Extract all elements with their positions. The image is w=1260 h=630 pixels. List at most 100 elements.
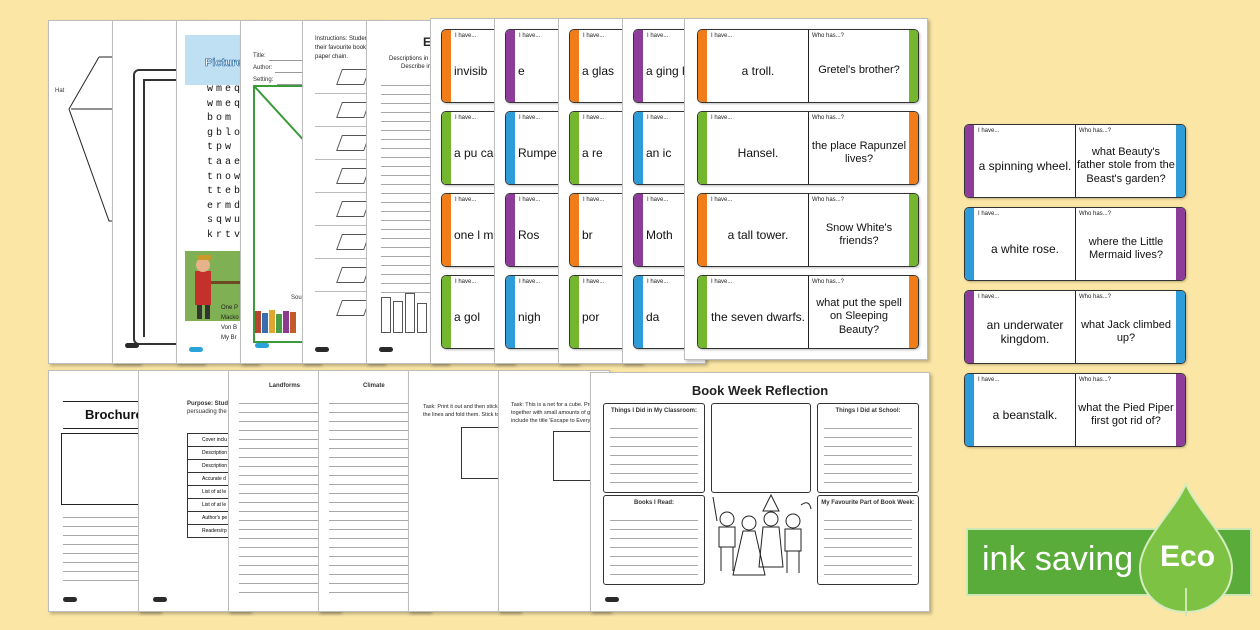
twinkl-logo [379, 347, 393, 352]
i-have-card: I have...Who has...?a troll.Gretel's bro… [697, 29, 919, 103]
grid-row: sqwu [207, 215, 244, 227]
i-have-label: I have... [647, 197, 669, 203]
i-have-answer: a gol [454, 309, 481, 324]
grid-row: gblo [207, 127, 244, 139]
card-color-bar [698, 112, 707, 184]
who-has-label: Who has...? [812, 197, 845, 203]
i-have-label: I have... [978, 128, 1000, 134]
card-color-bar [634, 112, 643, 184]
i-have-label: I have... [711, 279, 733, 285]
purpose-text: Purpose: Students [187, 401, 241, 407]
i-have-label: I have... [455, 33, 477, 39]
i-have-label: I have... [455, 115, 477, 121]
footer-line: Von B [221, 325, 238, 331]
writing-lines [824, 512, 912, 578]
favourite-part-box: My Favourite Part of Book Week: [817, 495, 919, 585]
card-color-bar [442, 276, 451, 348]
i-have-label: I have... [711, 197, 733, 203]
i-have-answer: Moth [646, 227, 673, 242]
grid-row: tpw [207, 142, 235, 154]
card-color-bar [506, 194, 515, 266]
card-color-bar [506, 112, 515, 184]
classroom-box: Things I Did in My Classroom: [603, 403, 705, 493]
favourite-part-label: My Favourite Part of Book Week: [821, 500, 915, 506]
green-picture-frame [253, 85, 319, 343]
i-have-label: I have... [519, 33, 541, 39]
writing-lines [824, 420, 912, 486]
twinkl-logo [63, 597, 77, 602]
picture-box [711, 403, 811, 493]
i-have-label: I have... [455, 197, 477, 203]
school-label: Things I Did at School: [835, 408, 901, 414]
setting-field-label: Setting: [253, 77, 274, 83]
reflection-worksheet: Book Week Reflection Things I Did in My … [590, 372, 930, 612]
i-have-label: I have... [519, 279, 541, 285]
eco-badge-text: Eco [1160, 540, 1216, 573]
who-has-label: Who has...? [812, 279, 845, 285]
school-box: Things I Did at School: [817, 403, 919, 493]
who-has-question: what the Pied Piper first got rid of? [1078, 401, 1174, 427]
books-sketch [381, 293, 427, 333]
books-read-box: Books I Read: [603, 495, 705, 585]
task-line: Task: Print it out and then stick it [423, 404, 502, 410]
i-have-answer: Rumpe [518, 145, 557, 160]
card-divider [1075, 125, 1076, 197]
who-has-question: Gretel's brother? [818, 64, 900, 77]
checklist-row: List of at le [188, 486, 249, 499]
i-have-answer: invisib [454, 63, 488, 78]
card-sheet-main: I have...Who has...?a troll.Gretel's bro… [684, 18, 928, 360]
card-color-bar [698, 194, 707, 266]
i-have-label: I have... [978, 377, 1000, 383]
i-have-label: I have... [583, 33, 605, 39]
title-field-label: Title: [253, 53, 266, 59]
who-has-label: Who has...? [812, 115, 845, 121]
twinkl-logo [315, 347, 329, 352]
card-divider [808, 276, 809, 348]
i-have-label: I have... [519, 115, 541, 121]
grid-row: ermd [207, 200, 244, 212]
card-color-bar [634, 30, 643, 102]
footer-line: Macko [221, 315, 239, 321]
card-divider [808, 112, 809, 184]
card-color-bar [909, 30, 918, 102]
i-have-card: I have... Who has...? a tall tower. Snow Wh… [697, 193, 919, 267]
books-illustration [255, 309, 303, 333]
i-have-card: I have...Who has...?a white rose.where t… [964, 207, 1186, 281]
who-has-label: Who has...? [1079, 211, 1112, 217]
i-have-label: I have... [978, 211, 1000, 217]
card-color-bar [634, 276, 643, 348]
card-color-bar [1176, 125, 1185, 197]
i-have-label: I have... [647, 279, 669, 285]
who-has-question: what put the spell on Sleeping Beauty? [816, 297, 902, 336]
checklist-row: Readers/rp [202, 528, 227, 534]
ink-saving-text: ink saving [982, 540, 1134, 578]
grid-row: taaet [207, 156, 253, 168]
grid-row: tnow [207, 171, 244, 183]
i-have-answer: e [518, 63, 525, 78]
card-divider [808, 194, 809, 266]
i-have-answer: Hansel. [737, 145, 779, 160]
i-have-answer: one l mat [454, 227, 504, 242]
i-have-answer: a pu cam [454, 145, 504, 160]
card-color-bar [570, 30, 579, 102]
characters-illustration [712, 493, 812, 576]
i-have-card: I have...Who has...?an underwater kingdo… [964, 290, 1186, 364]
who-has-question: Snow White's friends? [825, 221, 893, 247]
twinkl-logo [125, 343, 139, 348]
wordsearch-grid: wmeq wmeq bom gblo tpw taaet tnow tteb e… [207, 83, 252, 244]
card-divider [1075, 374, 1076, 446]
card-color-bar [634, 194, 643, 266]
landforms-title: Landforms [269, 383, 301, 389]
card-color-bar [965, 125, 974, 197]
i-have-answer: a tall tower. [727, 227, 789, 242]
title-field-line [269, 60, 317, 61]
e-title: E [423, 35, 432, 49]
i-have-label: I have... [583, 197, 605, 203]
card-color-bar [1176, 374, 1185, 446]
chain-links [315, 61, 379, 324]
who-has-question: what Beauty's father stole from the Beas… [1077, 146, 1175, 185]
i-have-answer: por [582, 309, 600, 324]
i-have-answer: da [646, 309, 660, 324]
i-have-answer: a spinning wheel. [978, 158, 1072, 173]
i-have-card: I have...Who has...?Hansel.the place Rap… [697, 111, 919, 185]
